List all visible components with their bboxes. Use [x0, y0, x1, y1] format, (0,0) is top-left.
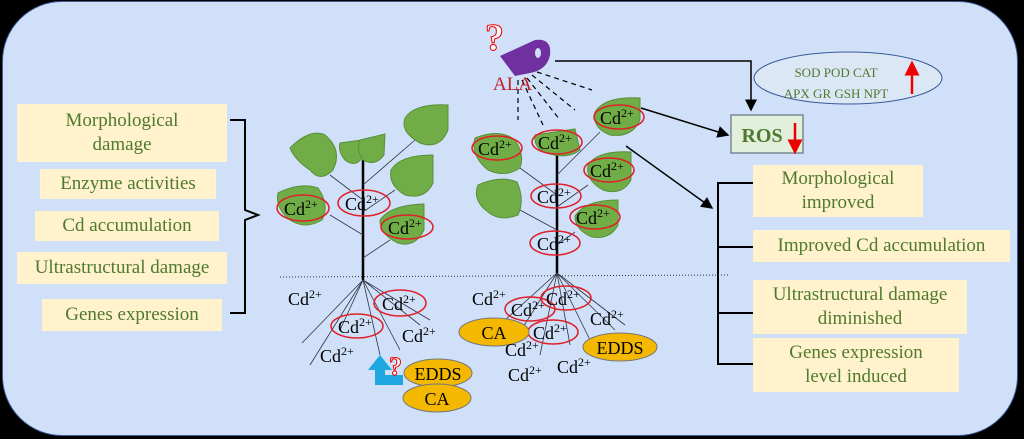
- box-label: Improved Cd accumulation: [777, 235, 986, 256]
- cd-ion-label: Cd2+: [546, 287, 580, 309]
- chelator-question-icon: ?: [389, 352, 402, 381]
- left-effect-ultrastructural-damage: Ultrastructural damage: [17, 252, 227, 284]
- antioxidant-ellipse: [753, 51, 943, 105]
- chelator-ca-left: [458, 317, 530, 347]
- chelator-edds-label: EDDS: [414, 364, 461, 384]
- cd-ion-label: Cd2+: [590, 307, 624, 329]
- ros-label: ROS: [741, 125, 782, 147]
- cd-ion-label: Cd2+: [590, 159, 624, 181]
- right-effect-ultrastructural-diminished: Ultrastructural damage diminished: [753, 280, 967, 334]
- cd-ion-label: Cd2+: [338, 315, 372, 337]
- left-effect-enzyme-activities: Enzyme activities: [40, 169, 216, 199]
- box-label: Morphological damage: [65, 110, 179, 155]
- cd-ion-label: Cd2+: [533, 321, 567, 343]
- chelator-ca-label: CA: [424, 389, 449, 409]
- left-bracket: [230, 119, 261, 314]
- cd-ion-label: Cd2+: [472, 287, 506, 309]
- chelator-edds-right: [582, 332, 658, 362]
- left-effect-genes-expression: Genes expression: [42, 299, 222, 331]
- text-layer: Cd2+Cd2+Cd2+Cd2+Cd2+Cd2+Cd2+Cd2+Cd2+Cd2+…: [284, 17, 888, 410]
- cd-ion-label: Cd2+: [345, 192, 379, 214]
- antioxidant-line2: APX GR GSH NPT: [784, 86, 888, 101]
- cd-ion-label: Cd2+: [402, 324, 436, 346]
- cd-ion-label: Cd2+: [505, 338, 539, 360]
- cd-ion-label: Cd2+: [320, 344, 354, 366]
- right-effect-improved-cd-accumulation: Improved Cd accumulation: [753, 230, 1010, 262]
- left-plant: [276, 104, 449, 366]
- leaf-to-ros-arrow: [640, 107, 730, 138]
- cd-ion-label: Cd2+: [388, 216, 422, 238]
- ala-question-icon: ?: [485, 17, 504, 59]
- cd-ion-label: Cd2+: [576, 206, 610, 228]
- box-label: Ultrastructural damage diminished: [772, 284, 948, 329]
- right-effect-morphological-improved: Morphological improved: [753, 165, 923, 217]
- cd-ion-label: Cd2+: [288, 287, 322, 309]
- soil-line: [279, 274, 731, 278]
- ala-rays: [517, 71, 593, 126]
- ala-label: ALA: [493, 74, 532, 95]
- cd-ion-label: Cd2+: [557, 355, 591, 377]
- left-effect-cd-accumulation: Cd accumulation: [35, 211, 219, 241]
- right-effect-genes-expression-induced: Genes expression level induced: [753, 338, 959, 392]
- box-label: Ultrastructural damage: [34, 257, 210, 278]
- box-label: Genes expression: [65, 304, 199, 325]
- cd-ion-label: Cd2+: [538, 131, 572, 153]
- cd-ion-label: Cd2+: [508, 363, 542, 385]
- ala-to-ros-arrow: [555, 60, 757, 112]
- cd-ion-label: Cd2+: [600, 106, 634, 128]
- cd-ion-label: Cd2+: [284, 197, 318, 219]
- box-label: Enzyme activities: [60, 173, 196, 194]
- left-effect-morphological-damage: Morphological damage: [17, 104, 227, 162]
- chelator-edds-label: EDDS: [596, 338, 643, 358]
- cd-ion-label: Cd2+: [537, 185, 571, 207]
- plant-to-effects-arrow: [625, 145, 714, 209]
- chelator-ca-bottom: [402, 383, 472, 413]
- box-label: Cd accumulation: [62, 215, 192, 236]
- ala-drop-icon: [500, 39, 551, 76]
- cd-ion-label: Cd2+: [382, 292, 416, 314]
- box-label: Morphological improved: [781, 168, 895, 213]
- chelator-ca-label: CA: [481, 323, 506, 343]
- right-plant: [471, 71, 645, 356]
- box-label: Genes expression level induced: [789, 342, 923, 387]
- cd-ion-label: Cd2+: [478, 137, 512, 159]
- right-bracket: [717, 182, 753, 365]
- antioxidant-line1: SOD POD CAT: [794, 65, 877, 80]
- cd-ion-label: Cd2+: [537, 232, 571, 254]
- cd-ion-label: Cd2+: [511, 298, 545, 320]
- uptake-arrow-icon: [368, 355, 403, 385]
- leaf: [277, 104, 449, 245]
